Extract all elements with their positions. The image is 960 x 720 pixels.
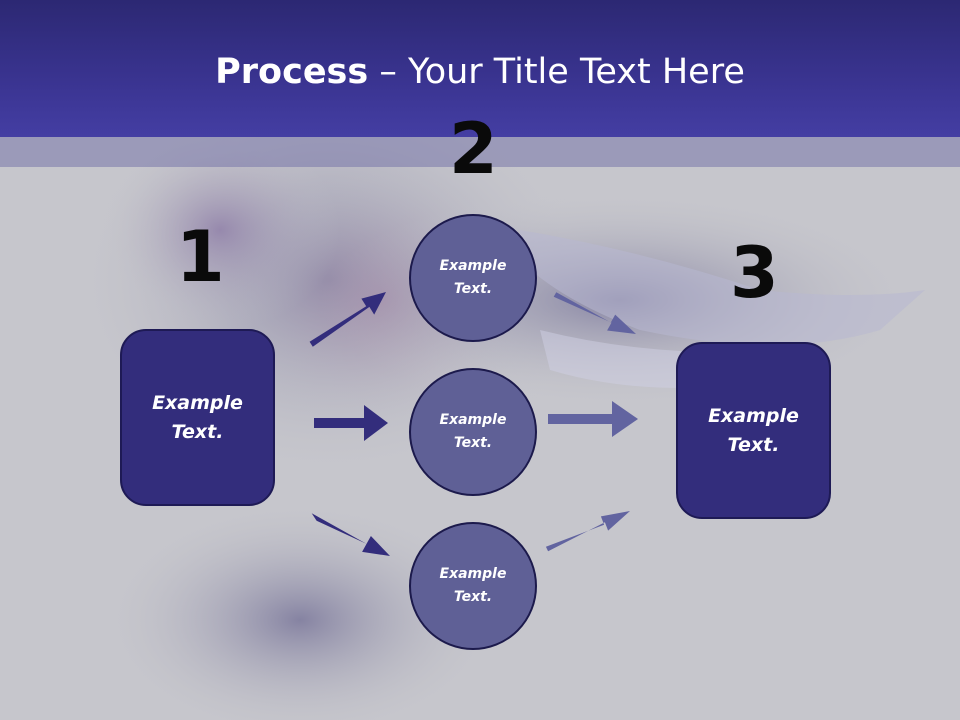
arrow-middle-to-right xyxy=(548,401,638,437)
arrow-left-to-bottom xyxy=(311,513,390,556)
circle-middle-line1: Example xyxy=(439,412,507,428)
arrow-left-to-top xyxy=(309,292,386,347)
slide-title: Process – Your Title Text Here xyxy=(0,52,960,92)
box-left-line1: Example xyxy=(152,391,243,414)
box-left-line2: Text. xyxy=(171,420,224,443)
circle-bottom-line2: Text. xyxy=(453,589,493,605)
step-number-1: 1 xyxy=(176,216,225,298)
step-number-3: 3 xyxy=(730,232,779,314)
title-rest: – Your Title Text Here xyxy=(368,52,745,92)
circle-bottom-line1: Example xyxy=(439,566,507,582)
step-number-2: 2 xyxy=(449,108,498,190)
box-right-line1: Example xyxy=(708,404,799,427)
arrow-left-to-middle xyxy=(314,405,388,441)
title-bold: Process xyxy=(215,52,369,92)
circle-middle-line2: Text. xyxy=(453,435,493,451)
circle-top-line1: Example xyxy=(439,258,507,274)
arrow-bottom-to-right xyxy=(545,511,630,552)
box-right-line2: Text. xyxy=(727,433,780,456)
title-bar xyxy=(0,0,960,137)
arrow-top-to-right xyxy=(553,292,636,334)
circle-top-line2: Text. xyxy=(453,281,493,297)
title-bar-band xyxy=(0,137,960,167)
